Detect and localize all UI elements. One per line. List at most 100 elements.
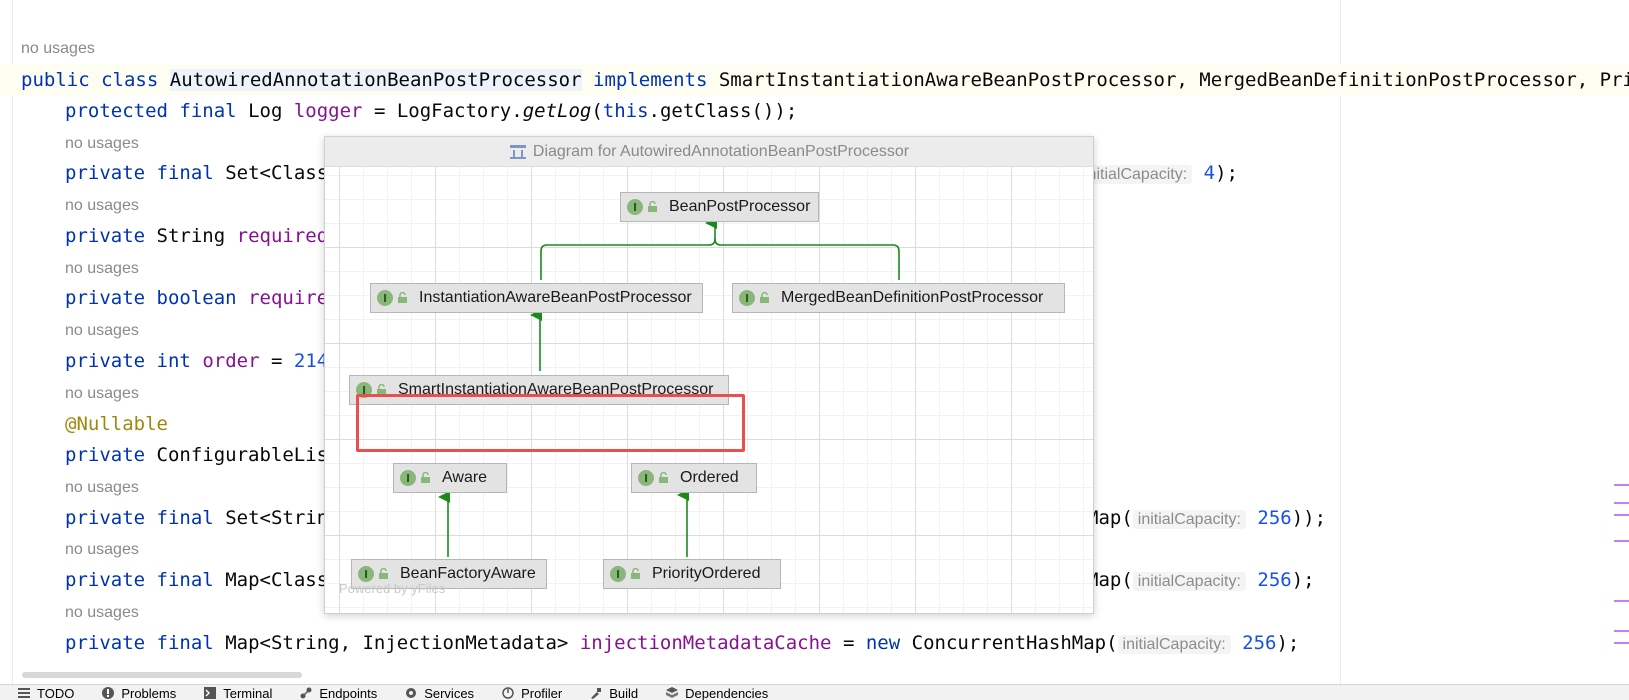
node-instantiation-aware-bpp[interactable]: I InstantiationAwareBeanPostProcessor (370, 283, 703, 313)
configurable-field-line[interactable]: private ConfigurableList (65, 443, 340, 467)
keyword: private (65, 350, 146, 372)
field-name: required (248, 287, 340, 309)
node-bean-post-processor[interactable]: I BeanPostProcessor (620, 192, 819, 222)
map-class-field-line[interactable]: private final Map<Class< (65, 568, 340, 592)
tool-tab-endpoints[interactable]: Endpoints (300, 685, 377, 700)
public-lock-icon (648, 201, 657, 212)
usage-hint[interactable]: no usages (65, 479, 139, 496)
call-rest: .getClass()); (648, 100, 798, 122)
punctuation: ); (1276, 632, 1300, 654)
interface-icon: I (400, 470, 416, 486)
stripe-mark[interactable] (1614, 502, 1629, 504)
edge-instantiation-to-bpp (540, 217, 717, 280)
stripe-mark[interactable] (1614, 514, 1629, 516)
diagram-edges (438, 217, 900, 557)
stripe-mark[interactable] (1614, 630, 1629, 632)
dependencies-icon (666, 687, 679, 698)
usage-hint[interactable]: no usages (65, 197, 139, 214)
usage-hint[interactable]: no usages (65, 604, 139, 621)
keyword: boolean (156, 287, 237, 309)
tool-tab-label: TODO (37, 685, 75, 700)
tool-window-bar: TODO Problems Terminal Endpoints Service… (0, 684, 1629, 700)
interface-icon: I (377, 290, 393, 306)
keyword: private (65, 507, 146, 529)
paren: ( (591, 100, 603, 122)
boolean-field-line[interactable]: private boolean required (65, 286, 340, 310)
type-name: String (156, 225, 226, 247)
punctuation: ); (1291, 569, 1315, 591)
set-field-line[interactable]: private final Set<Class< (65, 161, 340, 185)
tool-tab-label: Dependencies (685, 685, 769, 700)
tool-tab-label: Terminal (223, 685, 273, 700)
node-merged-bean-definition-pp[interactable]: I MergedBeanDefinitionPostProcessor (732, 283, 1065, 313)
keyword: private (65, 287, 146, 309)
node-priority-ordered[interactable]: I PriorityOrdered (603, 559, 781, 589)
interface-icon: I (358, 566, 374, 582)
nullable-annotation[interactable]: @Nullable (65, 413, 168, 435)
tool-tab-todo[interactable]: TODO (18, 685, 74, 700)
string-field-line[interactable]: private String requiredP (65, 224, 340, 248)
node-aware[interactable]: I Aware (393, 463, 507, 493)
public-lock-icon (398, 292, 407, 303)
usage-hint[interactable]: no usages (21, 40, 95, 57)
number-literal: 256 (1242, 632, 1277, 654)
node-label: Aware (442, 469, 488, 486)
usage-hint[interactable]: no usages (65, 322, 139, 339)
public-lock-icon (377, 384, 386, 395)
number-literal: 256 (1257, 569, 1292, 591)
popup-header[interactable]: Diagram for AutowiredAnnotationBeanPostP… (325, 137, 1093, 167)
usage-hint[interactable]: no usages (65, 260, 139, 277)
type-name: Set<String (225, 507, 340, 529)
usage-hint[interactable]: no usages (65, 135, 139, 152)
interfaces-list[interactable]: SmartInstantiationAwareBeanPostProcessor… (718, 69, 1629, 91)
tool-tab-problems[interactable]: Problems (102, 685, 176, 700)
tool-tab-label: Services (424, 685, 475, 700)
set-string-field-line[interactable]: private final Set<String (65, 506, 340, 530)
node-label: BeanPostProcessor (669, 198, 811, 215)
type-name: Set<Class< (225, 162, 340, 184)
tool-tab-build[interactable]: Build (590, 685, 638, 700)
node-ordered[interactable]: I Ordered (631, 463, 757, 493)
int-field-line[interactable]: private int order = 2147 (65, 349, 340, 373)
field-name: injectionMetadataCache (579, 632, 832, 654)
terminal-icon (204, 687, 217, 699)
class-name[interactable]: AutowiredAnnotationBeanPostProcessor (169, 69, 582, 91)
usage-hint[interactable]: no usages (65, 385, 139, 402)
tool-tab-services[interactable]: Services (405, 685, 474, 700)
horizontal-scrollbar[interactable] (22, 672, 302, 678)
endpoints-icon (300, 687, 312, 699)
tool-tab-dependencies[interactable]: Dependencies (666, 685, 768, 700)
stripe-mark[interactable] (1614, 540, 1629, 542)
node-smart-instantiation-aware-bpp[interactable]: I SmartInstantiationAwareBeanPostProcess… (349, 375, 729, 405)
error-stripe-marks[interactable] (1614, 480, 1629, 660)
map-class-field-line-tail: Map(initialCapacity: 256); (1087, 568, 1315, 594)
field-name: logger (293, 100, 363, 122)
set-field-line-tail: initialCapacity: 4); (1079, 161, 1238, 187)
usage-hint[interactable]: no usages (65, 541, 139, 558)
logger-field-line[interactable]: protected final Log logger = LogFactory.… (65, 99, 797, 123)
node-label: SmartInstantiationAwareBeanPostProcessor (398, 381, 714, 398)
node-bean-factory-aware[interactable]: I BeanFactoryAware (351, 559, 547, 589)
keyword: int (156, 350, 191, 372)
diagram-popup[interactable]: Diagram for AutowiredAnnotationBeanPostP… (324, 136, 1094, 614)
stripe-mark[interactable] (1614, 642, 1629, 644)
keyword: public (21, 69, 90, 91)
gutter-divider (12, 0, 13, 684)
punctuation: ); (1215, 162, 1238, 184)
parameter-hint: initialCapacity: (1079, 165, 1193, 184)
injection-cache-field-line[interactable]: private final Map<String, InjectionMetad… (65, 631, 1299, 657)
node-label: PriorityOrdered (652, 565, 761, 582)
method-name: getLog (522, 100, 592, 122)
tool-tab-label: Problems (121, 685, 177, 700)
stripe-mark[interactable] (1614, 484, 1629, 486)
interface-icon: I (610, 566, 626, 582)
code-editor[interactable]: no usages public class AutowiredAnnotati… (0, 0, 1629, 684)
class-ref: LogFactory. (396, 100, 523, 122)
tool-tab-terminal[interactable]: Terminal (204, 685, 272, 700)
stripe-mark[interactable] (1614, 600, 1629, 602)
diagram-canvas[interactable]: I BeanPostProcessor I InstantiationAware… (325, 167, 1093, 613)
node-label: BeanFactoryAware (400, 565, 536, 582)
class-declaration-line[interactable]: public class AutowiredAnnotationBeanPost… (21, 68, 1629, 92)
popup-title: Diagram for AutowiredAnnotationBeanPostP… (532, 142, 910, 160)
tool-tab-profiler[interactable]: Profiler (502, 685, 562, 700)
